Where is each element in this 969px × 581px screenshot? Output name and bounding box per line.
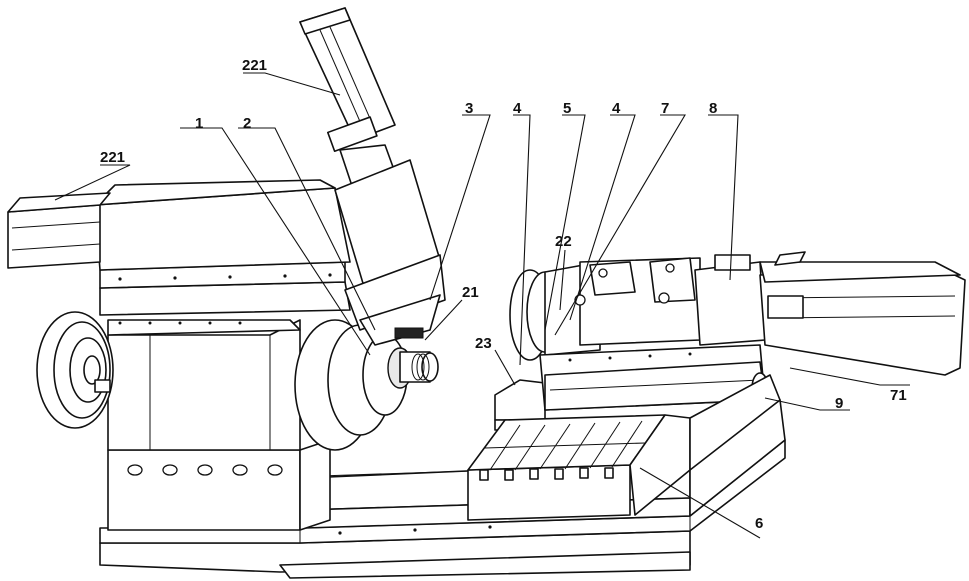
label-221-top: 221: [242, 57, 267, 74]
right-servo-motor: [760, 252, 965, 375]
label-21: 21: [462, 284, 479, 301]
right-cylinder: [695, 255, 765, 345]
label-1: 1: [195, 115, 203, 132]
label-8: 8: [709, 100, 717, 117]
label-7: 7: [661, 100, 669, 117]
pulley-wheel: [37, 312, 113, 428]
label-6: 6: [755, 515, 763, 532]
label-2: 2: [243, 115, 251, 132]
turret-slide: [510, 258, 700, 360]
label-4-right: 4: [612, 100, 621, 117]
label-5: 5: [563, 100, 571, 117]
label-22: 22: [555, 233, 572, 250]
label-71: 71: [890, 387, 907, 404]
spindle-chuck: [295, 320, 438, 450]
label-9: 9: [835, 395, 843, 412]
headstock-frame: [108, 320, 330, 530]
label-221-left: 221: [100, 149, 125, 166]
label-4-left: 4: [513, 100, 522, 117]
label-23: 23: [475, 335, 492, 352]
left-servo-motor: [8, 193, 110, 268]
label-3: 3: [465, 100, 473, 117]
upper-carriage: [95, 180, 350, 315]
